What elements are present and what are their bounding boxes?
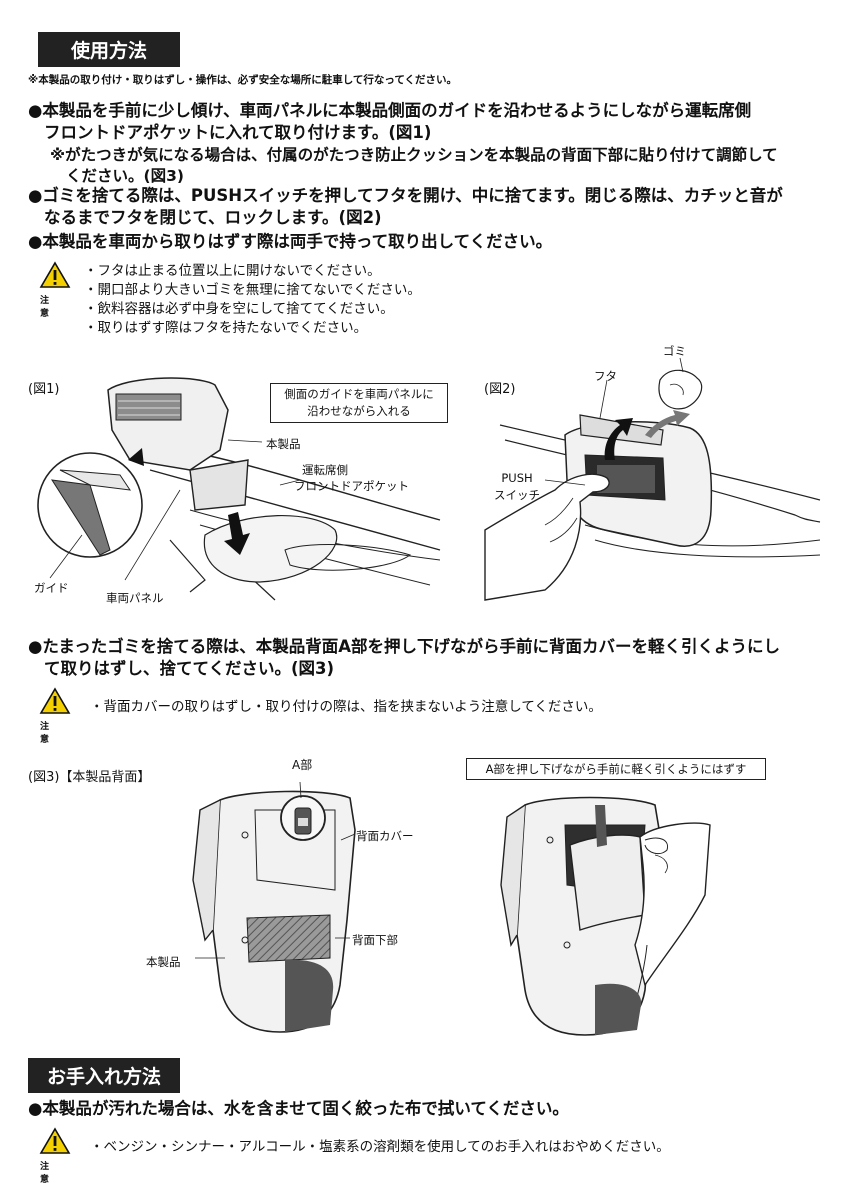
bullet-removal-2: て取りはずし、捨ててください。(図3)	[44, 659, 335, 678]
bullet-trash-1: ●ゴミを捨てる際は、PUSHスイッチを押してフタを開け、中に捨てます。閉じる際は…	[28, 186, 783, 205]
section-title-usage: 使用方法	[38, 32, 180, 67]
caution-block-3: 注 意	[39, 1127, 72, 1185]
fig2-lid-label: フタ	[594, 369, 617, 383]
fig2-illustration	[484, 357, 821, 601]
fig1-pocket-line: 運転席側	[302, 463, 348, 477]
fig1-guide-label: ガイド	[34, 581, 69, 595]
warning-triangle-icon	[39, 1127, 71, 1154]
bullet-removal-1: ●たまったゴミを捨てる際は、本製品背面A部を押し下げながら手前に背面カバーを軽く…	[28, 637, 781, 656]
fig2-trash-label: ゴミ	[663, 344, 686, 358]
sub-note-1: ※がたつきが気になる場合は、付属のがたつき防止クッションを本製品の背面下部に貼り…	[50, 146, 778, 164]
section-title-care: お手入れ方法	[28, 1058, 180, 1093]
fig2-push-label: PUSH スイッチ	[494, 470, 540, 504]
caution-item: ・開口部より大きいゴミを無理に捨てないでください。	[84, 282, 421, 298]
fig3-back-cover-label: 背面カバー	[356, 829, 414, 843]
warning-triangle-icon	[39, 687, 71, 714]
caution-block-1: 注 意	[39, 261, 72, 319]
caution-item: ・取りはずす際はフタを持たないでください。	[84, 320, 368, 336]
fig1-illustration	[37, 377, 441, 601]
fig1-box-line: 側面のガイドを車両パネルに	[284, 387, 434, 401]
caution-removal: ・背面カバーの取りはずし・取り付けの際は、指を挟まないよう注意してください。	[90, 699, 602, 715]
fig3-removal-illustration	[500, 796, 711, 1036]
caution-item: ・フタは止まる位置以上に開けないでください。	[84, 263, 381, 279]
bullet-install-2: フロントドアポケットに入れて取り付けます。(図1)	[44, 123, 432, 142]
fig3-label: (図3)【本製品背面】	[28, 770, 151, 785]
caution-care: ・ベンジン・シンナー・アルコール・塩素系の溶剤類を使用してのお手入れはおやめくだ…	[90, 1139, 670, 1155]
fig1-panel-label: 車両パネル	[106, 591, 164, 605]
caution-word: 注 意	[40, 1162, 54, 1185]
fig1-product-label: 本製品	[266, 437, 301, 451]
caution-item: ・飲料容器は必ず中身を空にして捨ててください。	[84, 301, 394, 317]
bullet-remove: ●本製品を車両から取りはずす際は両手で持って取り出してください。	[28, 232, 553, 251]
fig1-box-line: 沿わせながら入れる	[307, 404, 411, 418]
fig1-label: (図1)	[28, 382, 60, 397]
bullet-trash-2: なるまでフタを閉じて、ロックします。(図2)	[44, 208, 382, 227]
bullet-install-1: ●本製品を手前に少し傾け、車両パネルに本製品側面のガイドを沿わせるようにしながら…	[28, 101, 752, 120]
fig3-a-part-label: A部	[292, 758, 313, 772]
caution-word: 注 意	[40, 722, 54, 745]
fig3-back-illustration	[192, 781, 356, 1033]
fig2-label: (図2)	[484, 382, 516, 397]
fig3-callout-box: A部を押し下げながら手前に軽く引くようにはずす	[466, 758, 766, 780]
fig1-callout-box: 側面のガイドを車両パネルに 沿わせながら入れる	[270, 383, 448, 423]
caution-word: 注 意	[40, 296, 54, 319]
bullet-care: ●本製品が汚れた場合は、水を含ませて固く絞った布で拭いてください。	[28, 1099, 569, 1118]
fig2-push-line: PUSH	[501, 471, 533, 485]
warning-triangle-icon	[39, 261, 71, 288]
caution-list: ・フタは止まる位置以上に開けないでください。 ・開口部より大きいゴミを無理に捨て…	[84, 262, 421, 338]
fig3-back-bottom-label: 背面下部	[352, 933, 398, 947]
caution-block-2: 注 意	[39, 687, 72, 745]
fig2-push-line: スイッチ	[494, 488, 540, 502]
safety-note: ※本製品の取り付け・取りはずし・操作は、必ず安全な場所に駐車して行なってください…	[28, 74, 458, 86]
fig3-product-label: 本製品	[146, 955, 181, 969]
sub-note-2: ください。(図3)	[66, 167, 184, 185]
fig1-pocket-line: フロントドアポケット	[294, 479, 409, 493]
fig1-pocket-label: 運転席側 フロントドアポケット	[294, 462, 409, 494]
